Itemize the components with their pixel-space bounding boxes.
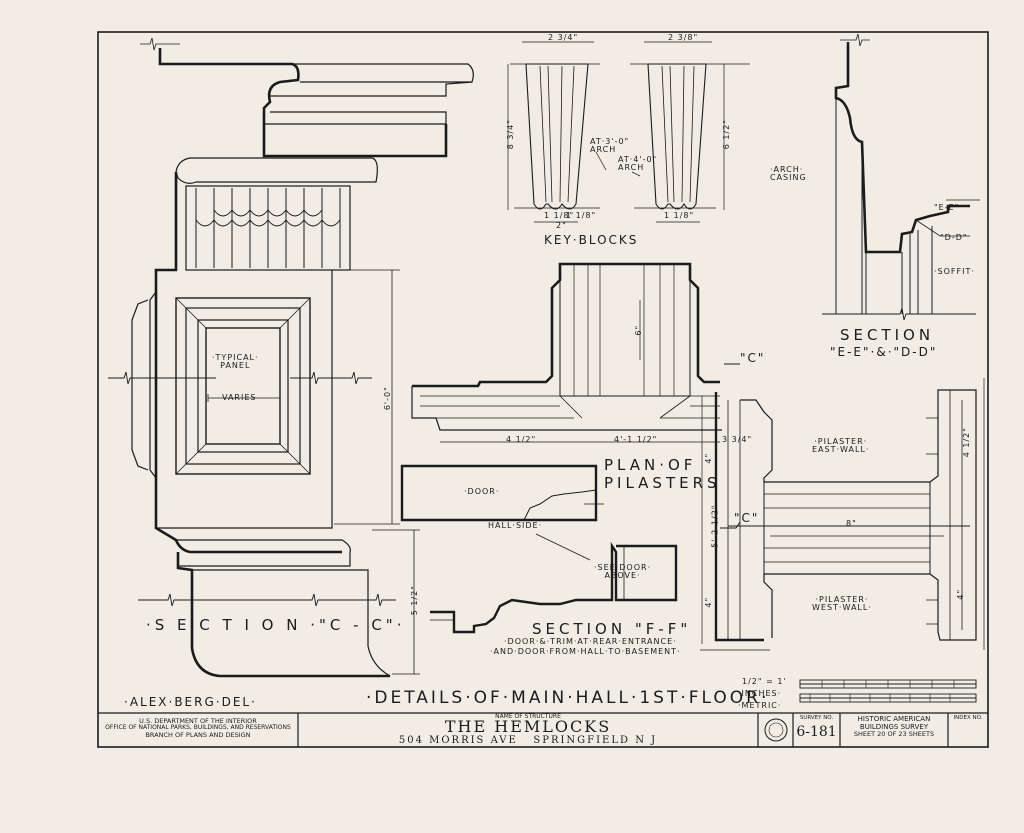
dim-keyblock-top-1: 2 3/4" xyxy=(548,33,579,42)
dim-keyblock-height-2: 6 1/2" xyxy=(721,119,731,150)
plan-pilasters-drawing xyxy=(411,262,722,443)
title-block-agency: U.S. DEPARTMENT OF THE INTERIOR OFFICE O… xyxy=(100,717,296,739)
label-at-30-arch: AT·3'-0" ARCH xyxy=(590,137,630,155)
dim-pilaster-right-top: 4 1/2" xyxy=(961,427,971,458)
label-section-ff: SECTION "F-F" xyxy=(532,620,692,638)
dim-plan-4-1-half: 4'-1 1/2" xyxy=(614,435,658,444)
agency-line-3: BRANCH OF PLANS AND DESIGN xyxy=(145,730,251,739)
label-pilasters: PILASTERS xyxy=(604,474,721,492)
dim-section-bot: 4" xyxy=(704,596,714,608)
label-see-door-above: ·SEE·DOOR· ABOVE· xyxy=(594,563,652,581)
habs-line-1: HISTORIC AMERICAN xyxy=(857,715,931,723)
survey-caption: SURVEY NO. xyxy=(799,715,834,721)
habs-block: HISTORIC AMERICAN BUILDINGS SURVEY SHEET… xyxy=(840,715,948,739)
dim-plan-4-half: 4 1/2" xyxy=(506,435,537,444)
dim-keyblock-height-1: 8 3/4" xyxy=(505,119,515,150)
label-dd-marker: "D-D" xyxy=(940,233,968,242)
label-scale-inches: ·INCHES· xyxy=(738,689,782,698)
label-section-ee-dd-sub: "E-E"·&·"D-D" xyxy=(830,345,938,359)
label-arch-casing: ·ARCH· CASING xyxy=(770,165,807,183)
label-delineator: ·ALEX·BERG·DEL· xyxy=(124,695,257,709)
sheet-border xyxy=(97,31,989,748)
label-section-cc: ·S E C T I O N ·"C - C"· xyxy=(146,616,406,634)
sheet-info: SHEET 20 OF 23 SHEETS xyxy=(853,730,935,739)
structure-name: THE HEMLOCKS xyxy=(444,717,612,736)
label-section-ee-dd-title: SECTION xyxy=(840,326,935,344)
label-ff-note-2: ·AND·DOOR·FROM·HALL·TO·BASEMENT· xyxy=(490,647,681,656)
label-soffit: ·SOFFIT· xyxy=(934,267,975,276)
label-key-blocks: KEY·BLOCKS xyxy=(544,233,639,247)
dim-section-top: 4" xyxy=(704,452,714,464)
section-ee-dd-drawing xyxy=(822,33,980,321)
dim-keyblock-base-d: 1 1/8" xyxy=(664,211,695,220)
label-ff-note-1: ·DOOR·&·TRIM·AT·REAR·ENTRANCE· xyxy=(504,637,677,646)
survey-number: 6-181 xyxy=(796,724,837,740)
dim-keyblock-base-b: 1 1/8" xyxy=(566,211,597,220)
dim-pilaster-leg: 6" xyxy=(634,324,644,336)
section-ff-drawing xyxy=(400,464,678,634)
scale-bars xyxy=(799,679,977,703)
dim-keyblock-base-a: 1 1/8" xyxy=(544,211,575,220)
label-at-40-arch: AT·4'-0" ARCH xyxy=(618,155,658,173)
sheet-title: ·DETAILS·OF·MAIN·HALL·1ST·FLOOR· xyxy=(366,688,770,708)
title-block xyxy=(98,712,988,747)
structure-address: 504 MORRIS AVE SPRINGFIELD N J xyxy=(398,735,658,746)
dim-keyblock-base-c: 2" xyxy=(556,221,567,230)
label-pilaster-west: ·PILASTER· WEST·WALL· xyxy=(812,595,872,613)
label-typical-panel: ·TYPICAL· PANEL xyxy=(212,353,259,371)
label-varies: VARIES xyxy=(222,393,257,402)
agency-line-1: U.S. DEPARTMENT OF THE INTERIOR xyxy=(139,717,257,725)
label-plan-of: PLAN·OF xyxy=(604,456,697,474)
dim-pilaster-right-bot: 4" xyxy=(956,588,966,600)
dim-panel-height: 6'-0" xyxy=(382,386,392,411)
label-scale-metric: ·METRIC· xyxy=(738,701,782,710)
label-ee-marker: "E-E" xyxy=(934,203,960,212)
agency-line-2: OFFICE OF NATIONAL PARKS, BUILDINGS, AND… xyxy=(105,724,291,732)
section-cc-drawing xyxy=(108,37,474,678)
dim-base-height: 5 1/2" xyxy=(409,585,419,616)
label-hall-side: HALL·SIDE· xyxy=(488,521,543,530)
habs-line-2: BUILDINGS SURVEY xyxy=(859,722,929,731)
label-c-marker-mid: "C" xyxy=(734,511,760,525)
label-door: ·DOOR· xyxy=(464,487,500,496)
dim-section-mid: 5'-2 1/2" xyxy=(710,504,720,548)
label-scale: 1/2" = 1' xyxy=(742,677,787,686)
habs-seal-icon xyxy=(764,718,788,742)
dim-pilaster-width: 8" xyxy=(846,519,857,528)
dim-plan-3-4: 3 3/4" xyxy=(722,435,753,444)
dim-keyblock-top-2: 2 3/8" xyxy=(668,33,699,42)
index-caption: INDEX NO. xyxy=(953,715,983,721)
key-blocks-drawing xyxy=(507,41,750,223)
name-caption: NAME OF STRUCTURE xyxy=(495,713,561,720)
label-pilaster-east: ·PILASTER· EAST·WALL· xyxy=(812,437,870,455)
pilaster-plan-right-drawing xyxy=(700,363,985,651)
label-c-marker-top: "C" xyxy=(740,351,766,365)
